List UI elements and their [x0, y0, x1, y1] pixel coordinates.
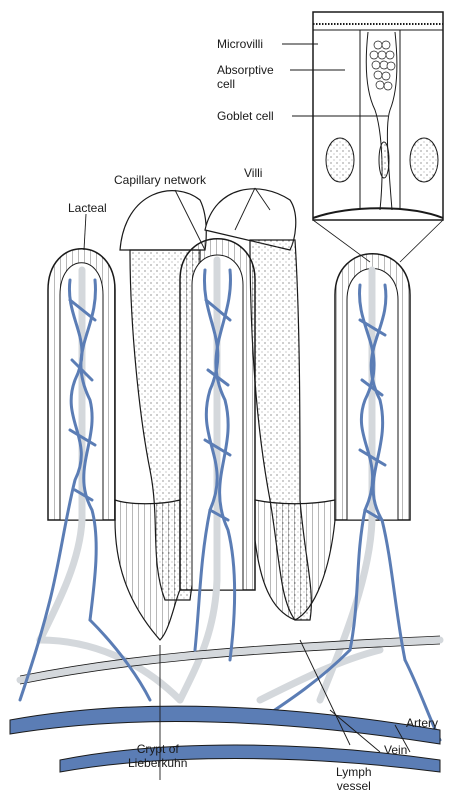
label-microvilli: Microvilli	[217, 37, 263, 51]
label-vein: Vein	[384, 743, 407, 757]
label-capillary-network: Capillary network	[114, 173, 206, 187]
label-villi: Villi	[244, 166, 262, 180]
inset-detail	[313, 12, 443, 262]
artery-vein	[10, 706, 440, 772]
label-artery: Artery	[406, 716, 438, 730]
label-lacteal: Lacteal	[68, 201, 107, 215]
label-crypt-of-lieberkuhn: Crypt of Lieberkuhn	[128, 742, 187, 770]
label-absorptive-cell: Absorptive cell	[217, 63, 274, 91]
label-goblet-cell: Goblet cell	[217, 109, 274, 123]
label-lymph-vessel: Lymph vessel	[336, 765, 372, 793]
